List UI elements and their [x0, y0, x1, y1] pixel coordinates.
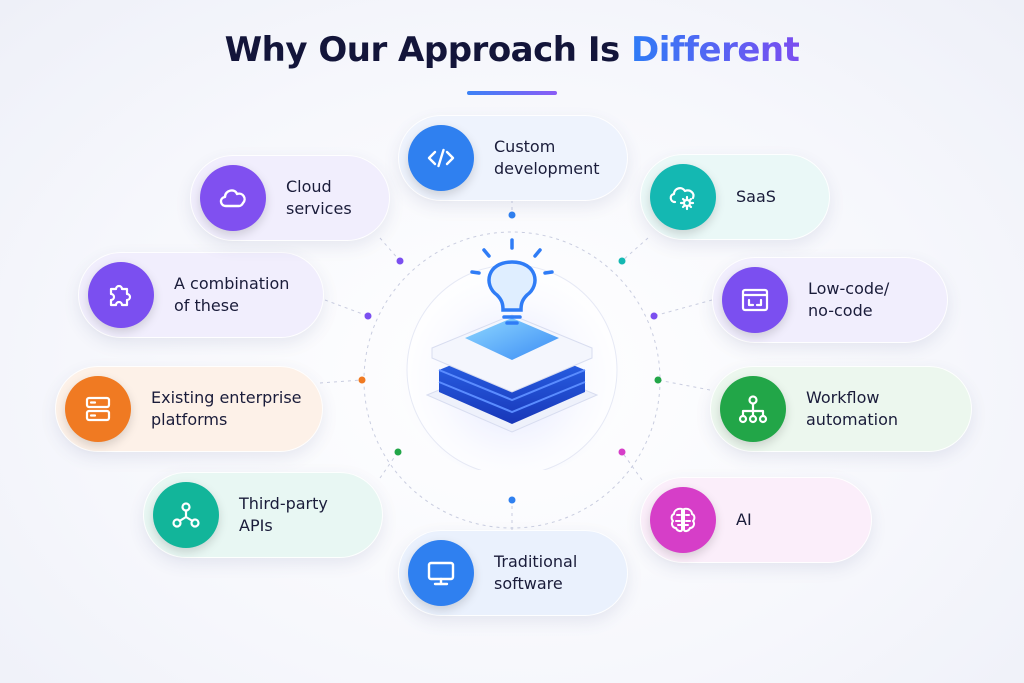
connector-saas: [621, 237, 649, 262]
page-title: Why Our Approach Is Different: [0, 30, 1024, 70]
connector-cloud: [379, 237, 401, 262]
dot-saas: [618, 257, 626, 265]
brain-icon: [650, 487, 716, 553]
dot-traditional: [508, 496, 516, 504]
card-combination[interactable]: A combination of these: [78, 252, 324, 338]
connector-thirdparty: [379, 451, 399, 479]
card-label: AI: [736, 510, 752, 529]
center-illustration: [387, 220, 637, 478]
workflow-icon: [720, 376, 786, 442]
server-icon: [65, 376, 131, 442]
title-main: Why Our Approach Is: [224, 30, 632, 70]
card-label: Traditional software: [494, 552, 578, 593]
monitor-icon: [408, 540, 474, 606]
dot-ai: [618, 448, 626, 456]
puzzle-icon: [88, 262, 154, 328]
dot-thirdparty: [394, 448, 402, 456]
dot-workflow: [654, 376, 662, 384]
code-icon: [408, 125, 474, 191]
card-cloud-services[interactable]: Cloud services: [190, 155, 390, 241]
cloud-icon: [200, 165, 266, 231]
connector-existing: [319, 379, 363, 384]
cloud-gear-icon: [650, 164, 716, 230]
connector-combination: [324, 299, 369, 317]
dot-custom: [508, 211, 516, 219]
dot-lowcode: [650, 312, 658, 320]
connector-workflow: [657, 379, 711, 391]
window-icon: [722, 267, 788, 333]
connector-ai: [621, 451, 643, 481]
connector-lowcode: [653, 299, 713, 317]
card-third-party-apis[interactable]: Third-party APIs: [143, 472, 383, 558]
card-label: Custom development: [494, 137, 600, 178]
lightbulb-stack-icon: [394, 238, 630, 478]
card-label: Low-code/ no-code: [808, 279, 890, 320]
dot-cloud: [396, 257, 404, 265]
title-underline: [467, 91, 557, 95]
card-existing-enterprise-platforms[interactable]: Existing enterprise platforms: [55, 366, 323, 452]
card-workflow-automation[interactable]: Workflow automation: [710, 366, 972, 452]
card-saas[interactable]: SaaS: [640, 154, 830, 240]
card-label: A combination of these: [174, 274, 290, 315]
card-ai[interactable]: AI: [640, 477, 872, 563]
card-low-code[interactable]: Low-code/ no-code: [712, 257, 948, 343]
card-custom-development[interactable]: Custom development: [398, 115, 628, 201]
dot-existing: [358, 376, 366, 384]
card-traditional-software[interactable]: Traditional software: [398, 530, 628, 616]
card-label: Workflow automation: [806, 388, 899, 429]
dot-combination: [364, 312, 372, 320]
card-label: Cloud services: [286, 177, 352, 218]
api-nodes-icon: [153, 482, 219, 548]
card-label: SaaS: [736, 187, 776, 206]
card-label: Existing enterprise platforms: [151, 388, 302, 429]
title-accent: Different: [631, 30, 800, 70]
card-label: Third-party APIs: [239, 494, 328, 535]
